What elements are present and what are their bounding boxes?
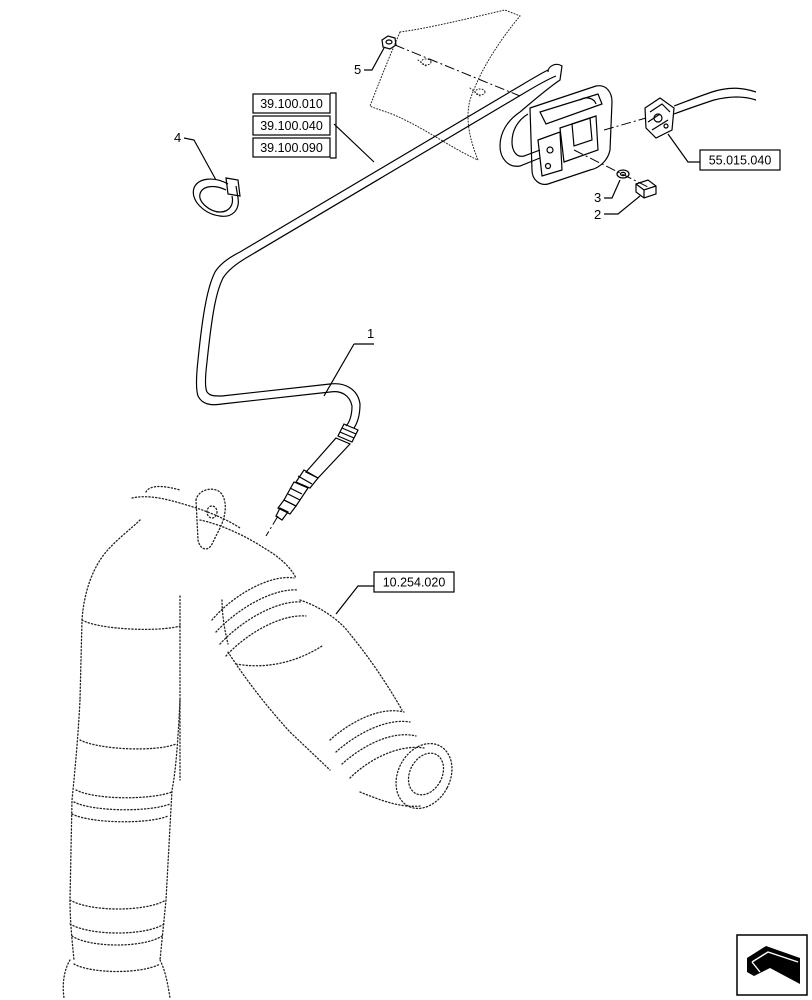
callout-4: 4 (174, 130, 181, 145)
ref-text-39-100-010: 39.100.010 (260, 97, 323, 111)
sensor-module (499, 63, 613, 185)
axis-line-probe (265, 515, 279, 537)
ref-group-bracket (330, 92, 337, 159)
ref-text-39-100-040: 39.100.040 (260, 119, 323, 133)
ref-box-10-254-020[interactable]: 10.254.020 (373, 571, 455, 593)
clamp-part (192, 177, 241, 217)
callout-3: 3 (594, 190, 601, 205)
next-page-arrow-icon[interactable] (736, 934, 808, 996)
callout-5: 5 (354, 62, 361, 77)
sensor-probe (275, 423, 359, 521)
callout-1: 1 (367, 326, 374, 341)
callout-2: 2 (594, 207, 601, 222)
axis-line-nut (394, 44, 521, 97)
harness-connector (644, 87, 757, 139)
nut-part (381, 35, 397, 50)
mounting-panel-hidden (369, 9, 521, 161)
ref-box-39-100-040[interactable]: 39.100.040 (252, 115, 331, 136)
ref-box-39-100-090[interactable]: 39.100.090 (252, 137, 331, 158)
ref-text-39-100-090: 39.100.090 (260, 141, 323, 155)
sensor-tube (195, 69, 557, 429)
axis-line-bolt (573, 149, 651, 189)
ref-text-55-015-040: 55.015.040 (709, 154, 772, 168)
axis-line-connector (603, 117, 647, 131)
exhaust-pipe-hidden (62, 485, 453, 999)
ref-box-55-015-040[interactable]: 55.015.040 (699, 149, 781, 171)
ref-text-10-254-020: 10.254.020 (383, 576, 446, 590)
bolt-part (635, 179, 657, 199)
ref-box-39-100-010[interactable]: 39.100.010 (252, 93, 331, 114)
leader-lines (183, 47, 700, 615)
washer-part (616, 169, 630, 179)
